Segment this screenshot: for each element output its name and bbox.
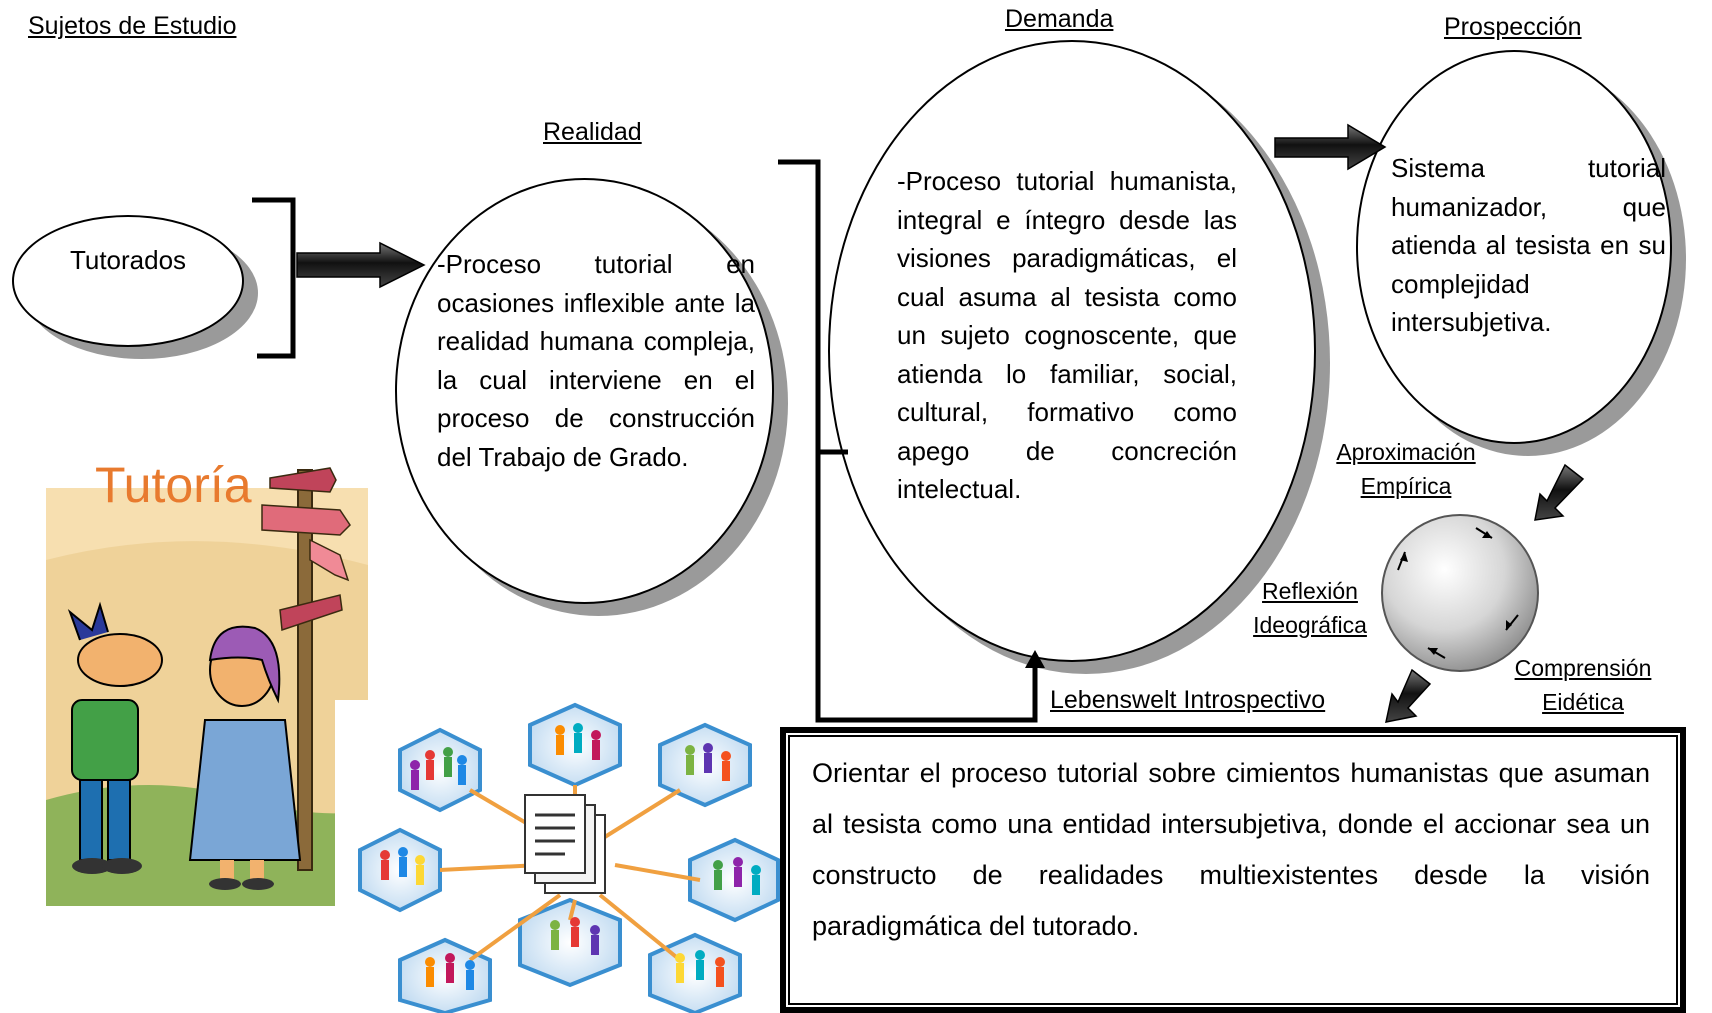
conclusion-text: Orientar el proceso tutorial sobre cimie… (812, 758, 1650, 941)
demanda-node (828, 40, 1316, 662)
realidad-node (395, 178, 774, 604)
tutorados-label: Tutorados (69, 245, 187, 275)
demanda-text: -Proceso tutorial humanista, integral e … (897, 166, 1237, 504)
tutoria-illustration: Tutoría (46, 457, 368, 906)
cycle-circle (1381, 514, 1539, 672)
conclusion-box-border (780, 727, 1686, 1013)
cycle-arrow-4 (1400, 552, 1408, 562)
cycle-arrow-2 (1506, 620, 1512, 630)
tutorados-node (12, 215, 244, 347)
label-prospeccion: Prospección (1444, 13, 1582, 41)
label-lebenswelt: Lebenswelt Introspectivo (1050, 686, 1326, 714)
arrow-to-realidad (296, 241, 426, 289)
prospeccion-text: Sistema tutorial humanizador, que atiend… (1391, 153, 1666, 337)
cycle-arrow-1 (1482, 531, 1492, 538)
arrow-to-prospeccion (1274, 123, 1387, 171)
bracket-sujetos (252, 197, 296, 359)
prospeccion-node (1356, 50, 1672, 444)
label-sujetos-de-estudio: Sujetos de Estudio (28, 12, 237, 40)
conclusion-box (788, 735, 1678, 1005)
feedback-loop-connector (778, 159, 1045, 723)
network-crowd-illustration (335, 700, 780, 1013)
realidad-text: -Proceso tutorial en ocasiones inflexibl… (437, 249, 755, 472)
label-realidad: Realidad (543, 118, 642, 146)
arrow-to-cycle (1534, 463, 1585, 521)
tutoria-word: Tutoría (95, 457, 252, 513)
arrow-to-conclusion (1385, 668, 1432, 723)
cycle-arrow-3 (1428, 648, 1438, 655)
label-demanda: Demanda (1005, 5, 1114, 33)
